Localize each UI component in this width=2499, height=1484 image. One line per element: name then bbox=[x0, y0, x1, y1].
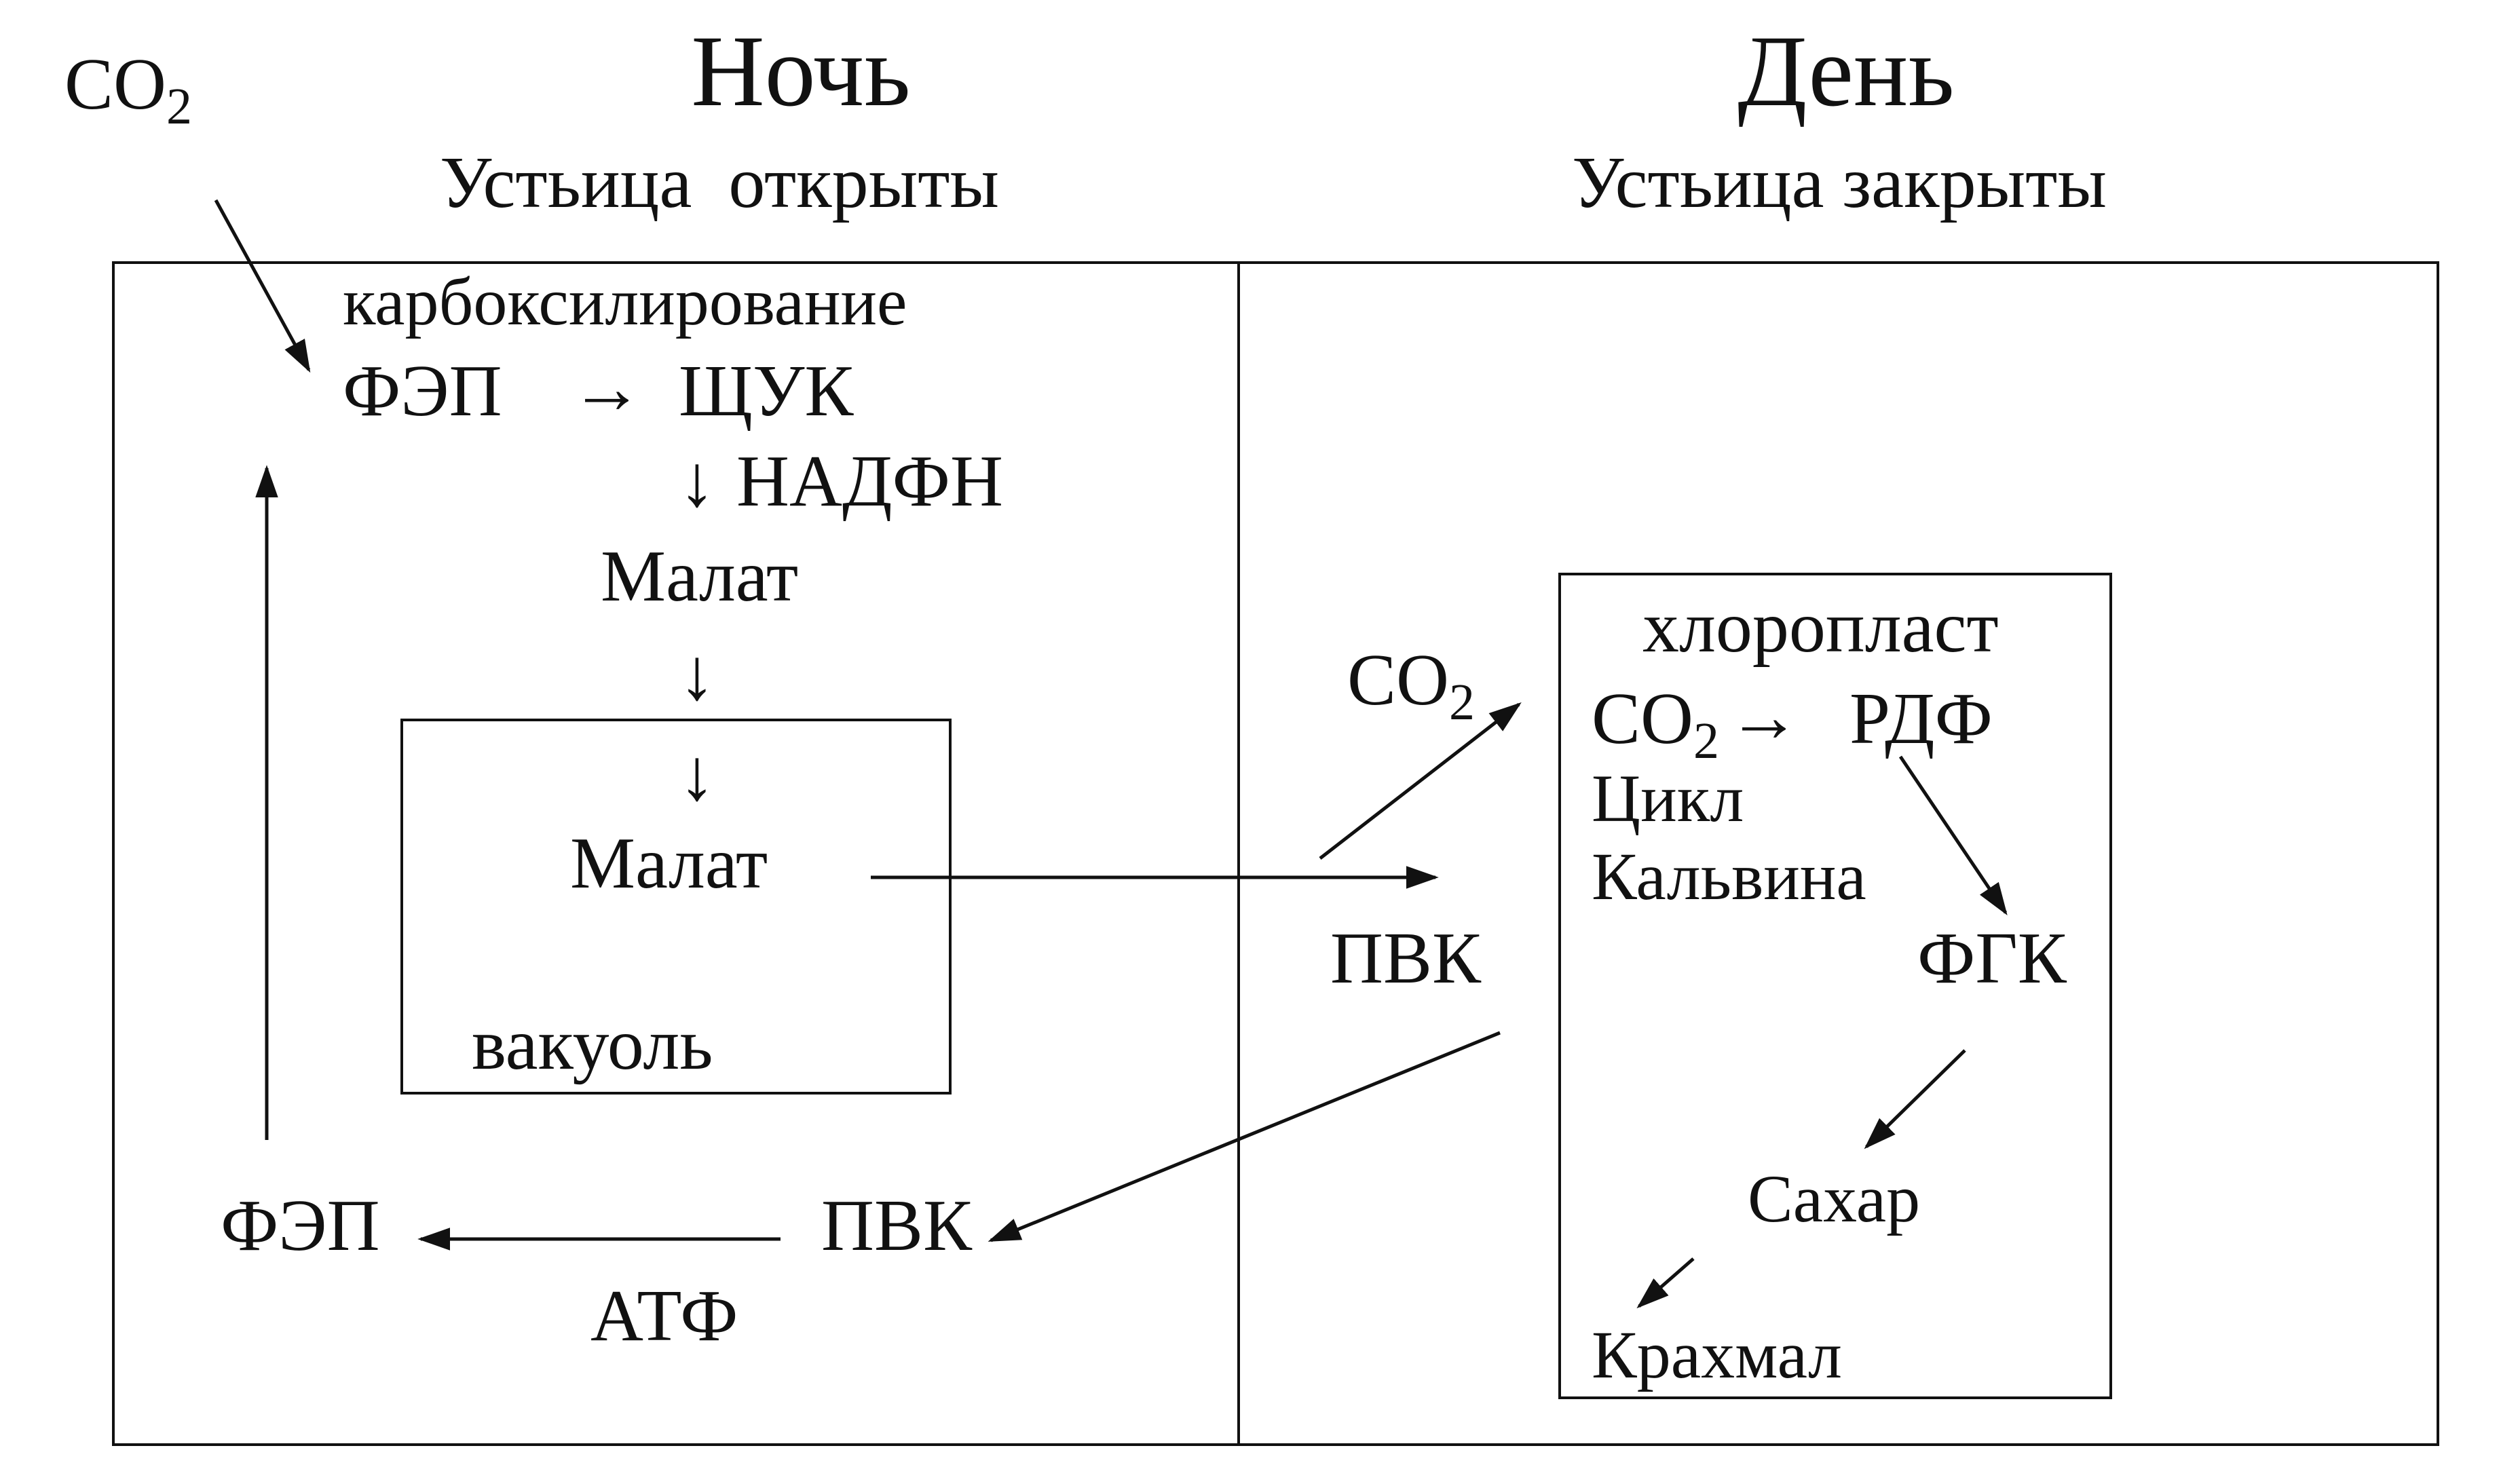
malat-label: Малат bbox=[601, 536, 798, 617]
arrow-sugar-to-starch bbox=[1636, 1257, 1695, 1309]
co2-to-rdf-arrow: → bbox=[1727, 677, 1801, 757]
arrow-rdf-to-fgk bbox=[1898, 755, 2008, 915]
malat-down-arrow-2: ↓ bbox=[679, 735, 715, 816]
vacuole-box bbox=[400, 719, 952, 1095]
svg-text:CO2: CO2 bbox=[64, 44, 192, 135]
malat-down-arrow-1: ↓ bbox=[679, 634, 715, 715]
day-title: День bbox=[1737, 15, 1954, 128]
day-subtitle: Устьица закрыты bbox=[1572, 142, 2107, 223]
pvk-day: ПВК bbox=[1330, 918, 1482, 999]
chloroplast-label: хлоропласт bbox=[1642, 587, 1999, 668]
arrow-co2-to-fep bbox=[214, 199, 311, 373]
nadfn-label: НАДФН bbox=[736, 441, 1003, 522]
fgk-label: ФГК bbox=[1917, 918, 2067, 999]
night-title: Ночь bbox=[691, 15, 910, 128]
vacuole-malat-label: Малат bbox=[570, 823, 768, 904]
svg-text:CO2: CO2 bbox=[1592, 679, 1719, 769]
fep-to-shchuk-arrow: → bbox=[570, 348, 643, 429]
starch-label: Крахмал bbox=[1592, 1317, 1842, 1392]
arrow-fgk-to-sugar bbox=[1864, 1049, 1966, 1149]
atf-label: АТФ bbox=[590, 1276, 738, 1356]
co2-day-label: CO2 bbox=[1347, 640, 1475, 731]
carboxylation-label: карбоксилирование bbox=[343, 264, 907, 339]
rdf-label: РДФ bbox=[1849, 679, 1993, 759]
co2-night-label: CO2 bbox=[64, 44, 192, 135]
vacuole-label: вакуоль bbox=[472, 1004, 713, 1085]
fep-bottom: ФЭП bbox=[221, 1185, 380, 1266]
calvin-cycle-line2: Кальвина bbox=[1592, 839, 1866, 914]
fep-top: ФЭП bbox=[343, 351, 502, 432]
arrow-to-co2-day bbox=[1319, 702, 1522, 860]
arrow-pvk-day-to-night bbox=[988, 1031, 1501, 1242]
outer-frame bbox=[112, 261, 2439, 1446]
sugar-label: Сахар bbox=[1748, 1161, 1920, 1236]
shchuk-down-arrow: ↓ bbox=[679, 441, 715, 522]
chloroplast-co2-label: CO2 bbox=[1592, 679, 1719, 769]
night-subtitle: Устьица открыты bbox=[440, 142, 999, 223]
shchuk-label: ЩУК bbox=[679, 351, 854, 432]
calvin-cycle-line1: Цикл bbox=[1592, 761, 1744, 836]
svg-text:CO2: CO2 bbox=[1347, 640, 1475, 731]
chloroplast-box bbox=[1558, 573, 2112, 1399]
pvk-bottom: ПВК bbox=[821, 1185, 973, 1266]
